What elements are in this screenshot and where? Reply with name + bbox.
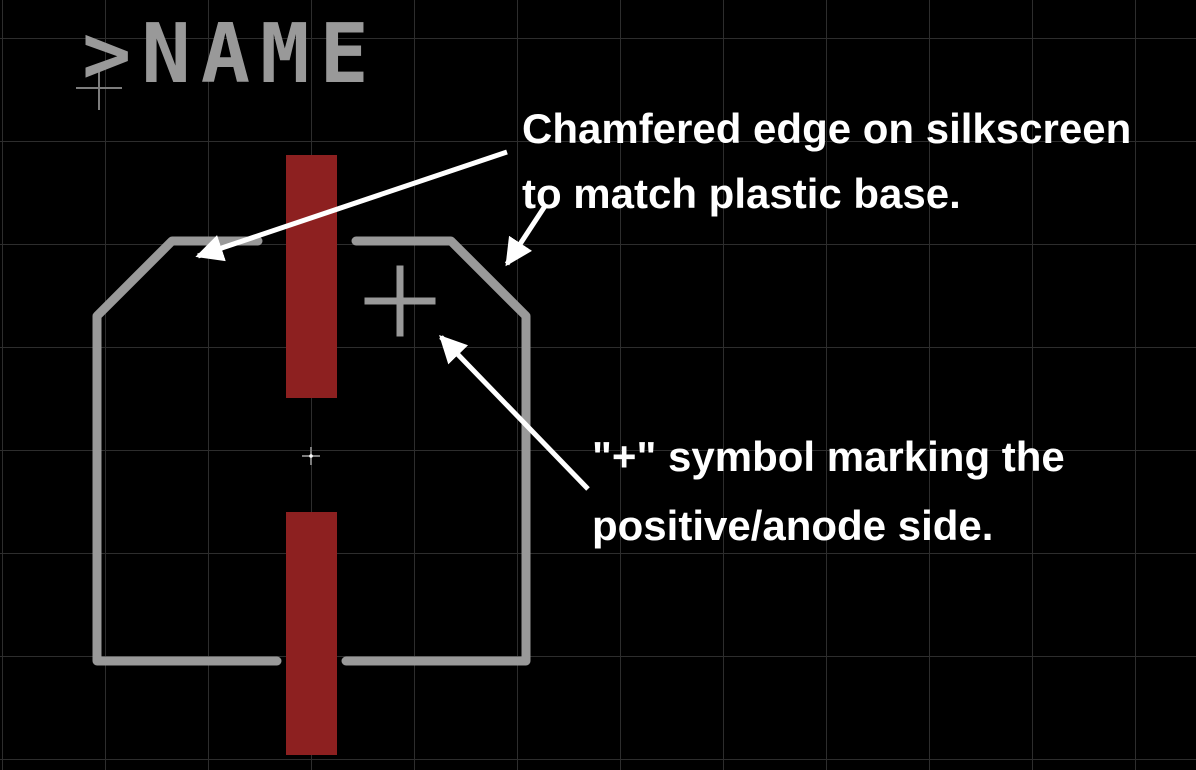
pad-anode — [286, 155, 337, 398]
plus-symbol — [364, 265, 436, 337]
plus-note-line2: positive/anode side. — [592, 502, 994, 549]
silkscreen-outline-right — [341, 236, 531, 666]
pad-cathode — [286, 512, 337, 755]
silkscreen-outline-left — [92, 236, 282, 666]
chamfer-annotation: Chamfered edge on silkscreen to match pl… — [522, 96, 1131, 226]
plus-note-line1: "+" symbol marking the — [592, 433, 1065, 480]
chamfer-note-line2: to match plastic base. — [522, 170, 961, 217]
chamfer-arrow-right — [504, 204, 548, 267]
plus-arrow — [439, 335, 590, 491]
chamfer-arrow-left — [195, 149, 508, 262]
chamfer-note-line1: Chamfered edge on silkscreen — [522, 105, 1132, 152]
origin-dot — [309, 454, 313, 458]
name-placeholder-text: >NAME — [82, 7, 379, 102]
name-anchor-cross-icon — [76, 66, 122, 110]
plus-annotation: "+" symbol marking the positive/anode si… — [592, 422, 1065, 560]
